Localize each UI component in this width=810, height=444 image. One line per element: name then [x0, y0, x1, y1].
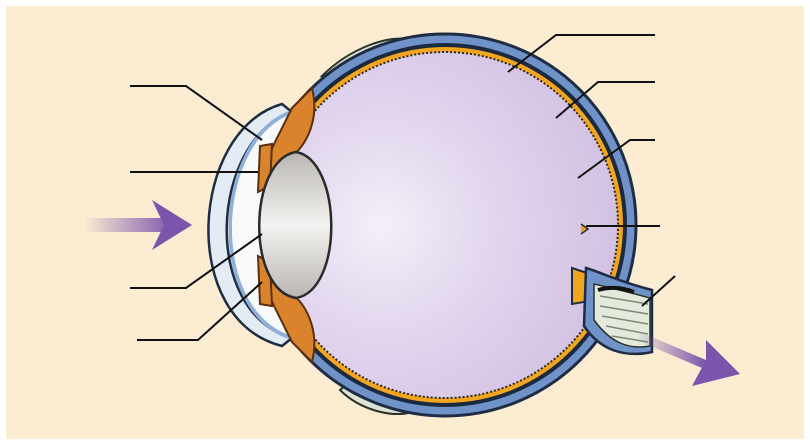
lens — [259, 152, 331, 298]
